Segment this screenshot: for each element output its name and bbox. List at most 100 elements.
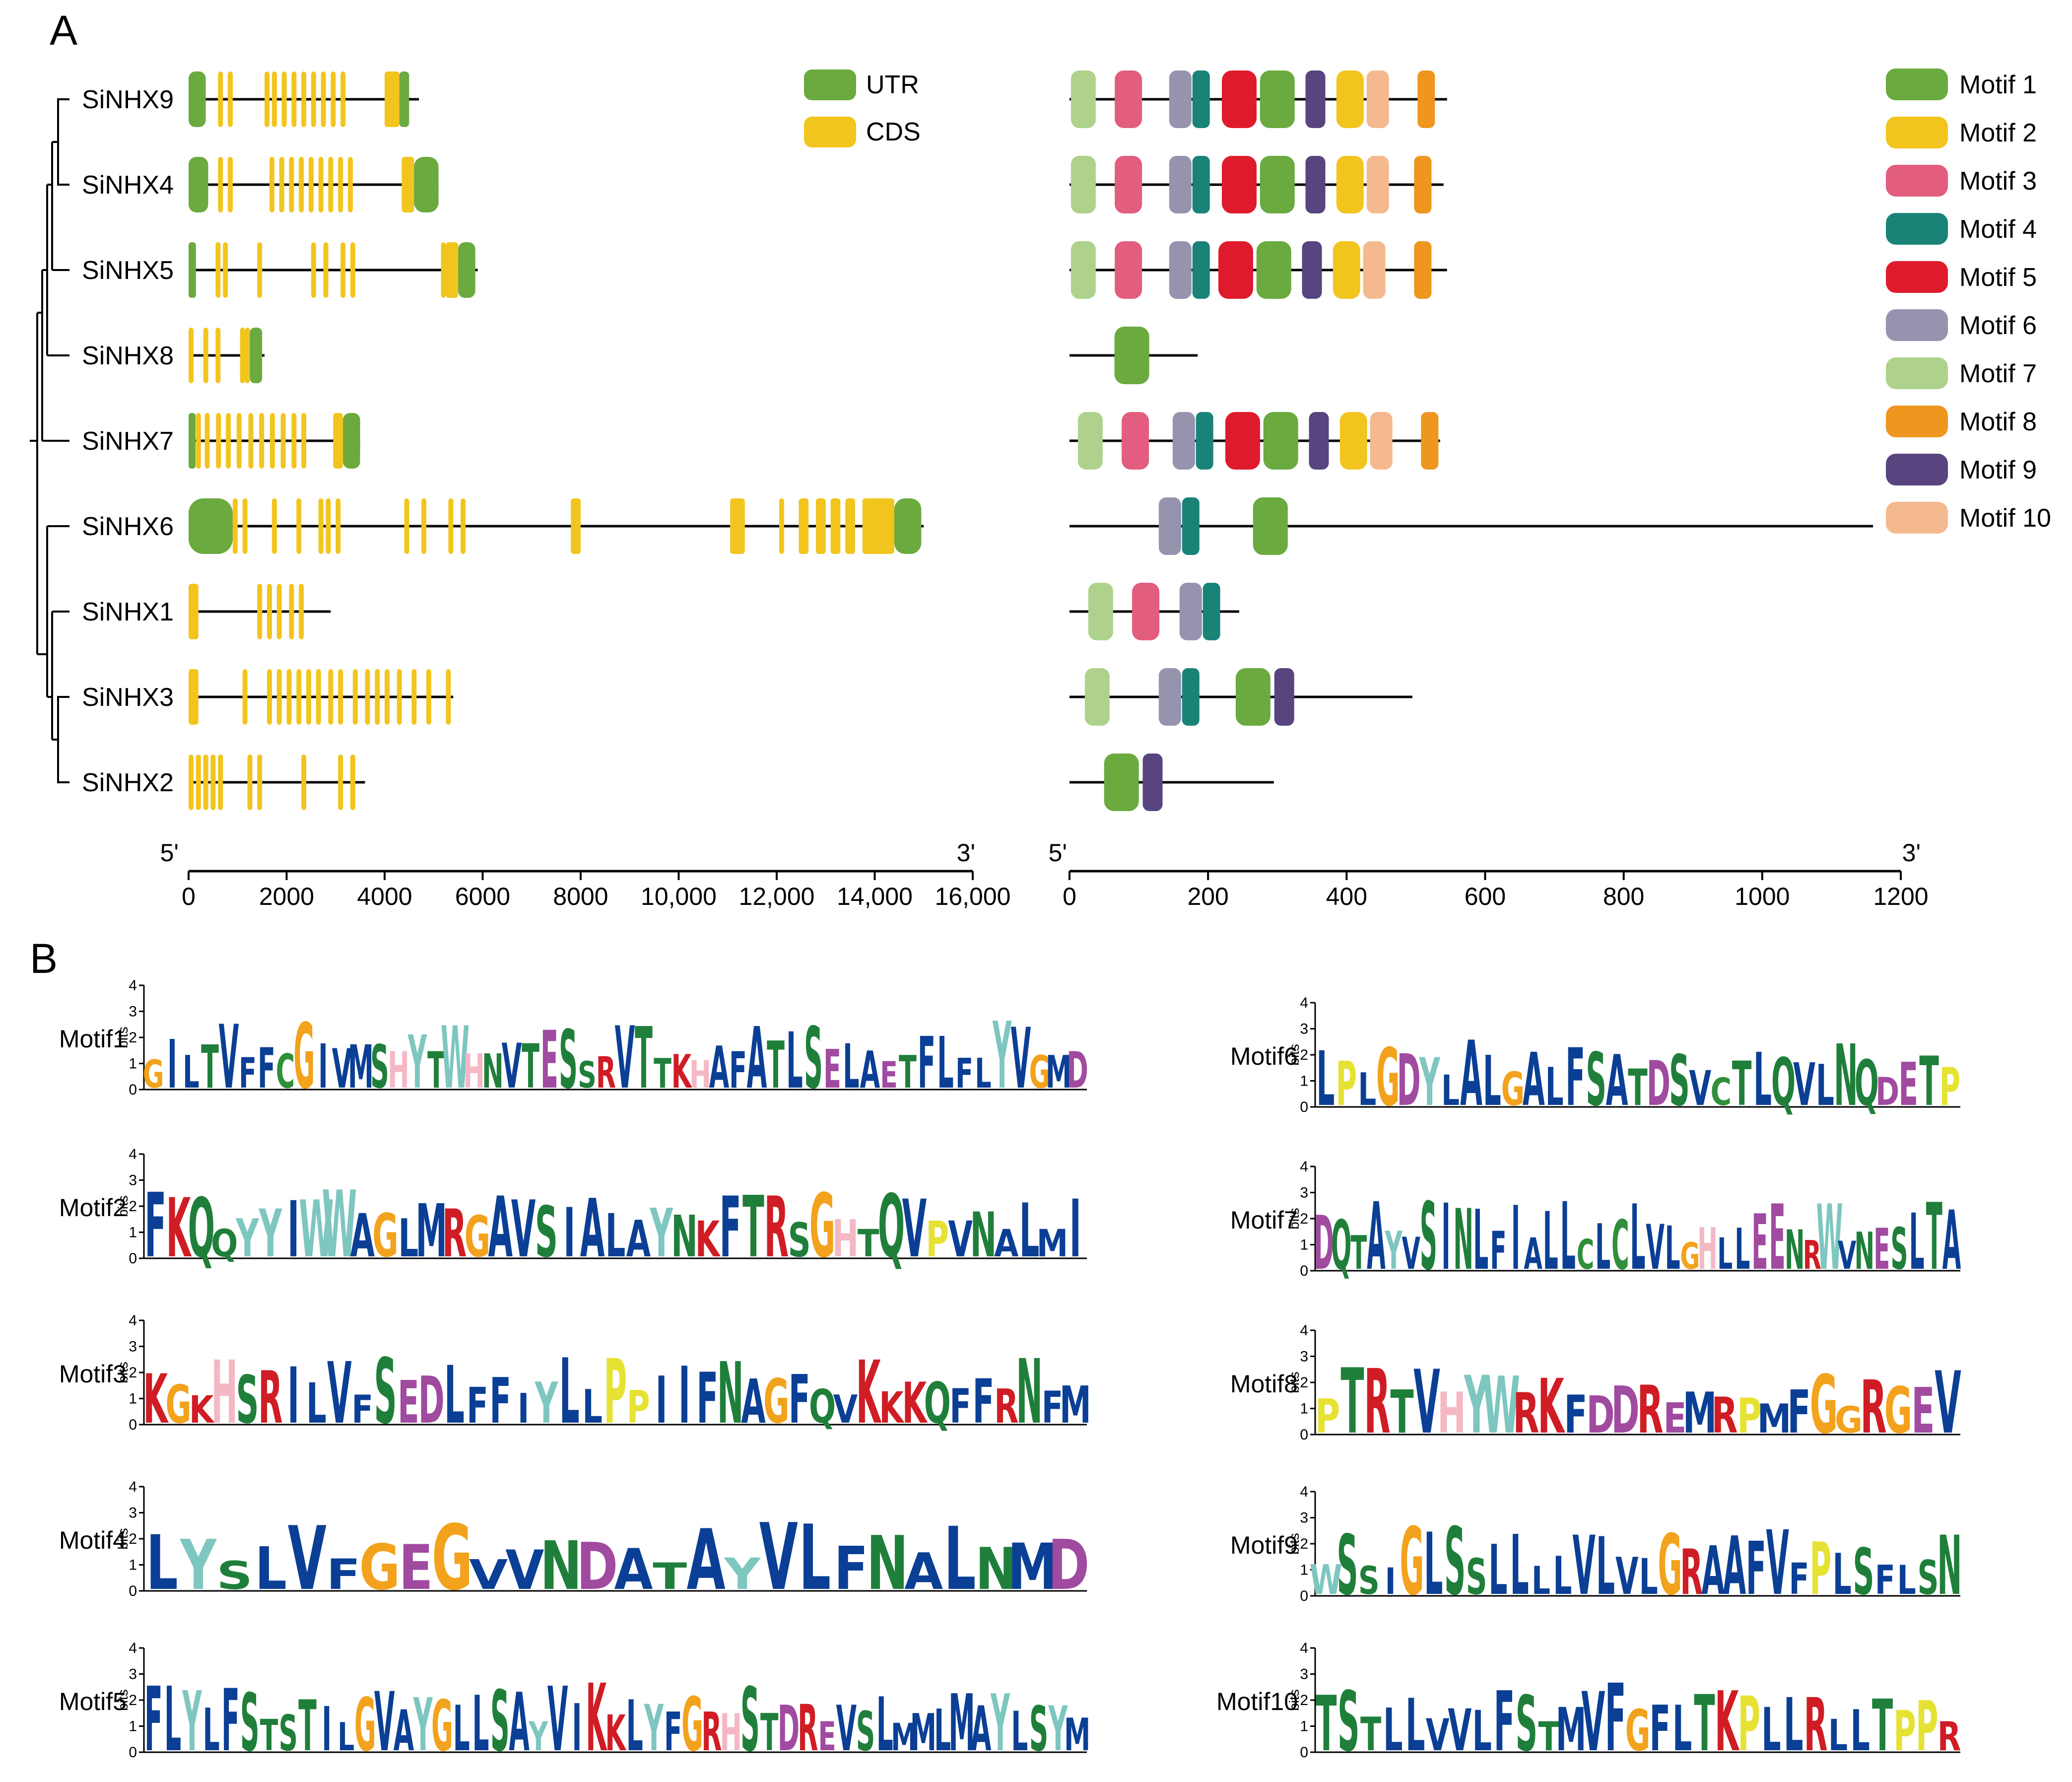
logo-letter: Q (1855, 1047, 1879, 1120)
logo-letter: G (809, 1176, 836, 1278)
cds-block (228, 157, 233, 212)
legend-swatch-m3 (1886, 165, 1948, 197)
cds-block (280, 413, 286, 469)
logo-letter: K (1537, 1363, 1565, 1450)
logo-y-tick-label: 3 (129, 1004, 137, 1020)
logo-y-tick-label: 0 (1300, 1744, 1308, 1761)
logo-letter: V (1402, 1228, 1420, 1279)
logo-letter: S (1853, 1535, 1874, 1609)
logo-letter: Q (924, 1371, 951, 1436)
logo-letter: F (221, 1672, 240, 1771)
logo-letter: I (1511, 1187, 1520, 1290)
logo-letter: T (1538, 1713, 1559, 1760)
motif-box-m5 (1221, 156, 1257, 213)
cds-block (441, 242, 446, 298)
logo-letter: S (1029, 1693, 1049, 1765)
logo-letter: G (1029, 1046, 1050, 1098)
cds-block (331, 71, 336, 127)
logo-letter: L (1753, 1037, 1772, 1122)
logo-letter: V (1935, 1353, 1961, 1453)
logo-letter: V (505, 1538, 544, 1602)
logo-letter: S (1358, 1559, 1380, 1603)
legend-label-m10: Motif 10 (1959, 504, 2051, 533)
logo-letter: M (1556, 1696, 1587, 1765)
logo-y-tick-label: 0 (129, 1583, 137, 1599)
logo-letter: T (653, 1555, 687, 1598)
motif-box-m6 (1158, 497, 1181, 555)
motif-box-m3 (1115, 241, 1142, 299)
logo-letter: S (490, 1673, 510, 1770)
gene-label: SiNHX8 (82, 342, 174, 370)
logo-letter: L (1761, 1696, 1781, 1765)
logo-letter: I (1385, 1560, 1396, 1603)
logo-letter: K (189, 1388, 215, 1432)
logo-letter: L (937, 1023, 953, 1105)
protein-axis-tick-label: 0 (1063, 883, 1076, 910)
utr-block (250, 328, 263, 383)
utr-block (189, 498, 233, 554)
cds-block (281, 71, 287, 127)
logo-y-tick-label: 1 (129, 1225, 137, 1241)
logo-letter: L (1639, 1549, 1658, 1606)
logo-letter: A (1524, 1230, 1542, 1279)
motif-box-m7 (1070, 70, 1096, 128)
logo-letter: L (1897, 1557, 1916, 1603)
logo-letter: A (1460, 1022, 1482, 1126)
legend-swatch-m10 (1886, 502, 1948, 534)
logo-letter: L (453, 1692, 470, 1765)
cds-block (323, 242, 329, 298)
logo-letter: S (1466, 1549, 1487, 1606)
logo-letter: I (1069, 1183, 1081, 1275)
motif-box-m6 (1169, 70, 1192, 128)
gene-label: SiNHX4 (82, 171, 174, 200)
logo-y-tick-label: 0 (129, 1082, 137, 1098)
tree-branch (46, 525, 58, 697)
cds-block (411, 669, 417, 725)
cds-block (421, 498, 427, 554)
logo-letter: P (1336, 1049, 1357, 1120)
logo-letter: S (216, 1553, 253, 1598)
logo-letter: Y (1419, 1044, 1440, 1121)
utr-block (189, 71, 206, 127)
logo-letter: A (1723, 1519, 1746, 1613)
cds-block (318, 498, 324, 554)
logo-letter: Q (878, 1176, 905, 1277)
motif-box-m8 (1414, 156, 1432, 213)
logo-y-tick-label: 4 (1300, 1322, 1308, 1339)
logo-bits-label: bits (1286, 1689, 1302, 1711)
logo-y-tick-label: 1 (1300, 1401, 1308, 1417)
gene-axis-tick-label: 8000 (553, 883, 608, 910)
cds-block (271, 71, 277, 127)
logo-letter: L (1473, 1193, 1488, 1289)
motif-box-m2 (1333, 241, 1360, 299)
logo-letter: D (577, 1529, 618, 1604)
legend-label-m8: Motif 8 (1959, 408, 2037, 436)
logo-letter: V (1573, 1519, 1596, 1614)
logo-letter: L (1488, 1531, 1507, 1611)
gene-label: SiNHX3 (82, 683, 174, 712)
logo-letter: F (789, 1361, 810, 1439)
cds-block (316, 669, 321, 725)
logo-letter: L (626, 1686, 643, 1767)
logo-letter: N (1854, 1221, 1874, 1281)
logo-letter: M (891, 1716, 917, 1760)
cds-block (236, 413, 242, 469)
logo-letter: R (1364, 1350, 1390, 1453)
logo-letter: W (322, 1171, 357, 1278)
logo-letter: F (955, 1050, 973, 1097)
logo-letter: L (1545, 1056, 1564, 1117)
logo-letter: E (1873, 1217, 1890, 1283)
cds-block (318, 157, 324, 212)
cds-block (401, 157, 414, 212)
logo-letter: L (164, 1669, 181, 1772)
logo-letter: K (695, 1211, 721, 1268)
logo-letter: G (1400, 1508, 1424, 1616)
logo-bits-label: bits (1286, 1371, 1302, 1393)
gene-axis-end-label: 3' (957, 839, 975, 867)
logo-letter: F (834, 1534, 869, 1603)
cds-block (210, 754, 216, 810)
logo-letter: D (1875, 1070, 1899, 1115)
logo-letter: L (1019, 1189, 1040, 1275)
gene-axis-tick-label: 6000 (455, 883, 510, 910)
